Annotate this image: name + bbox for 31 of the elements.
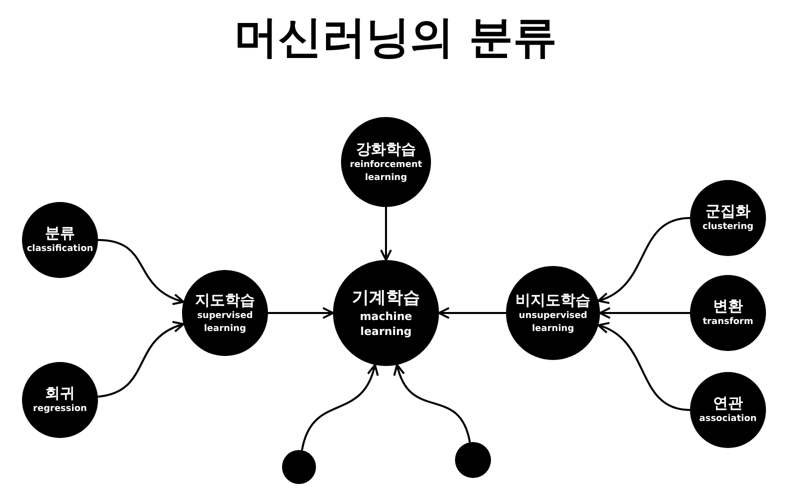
node-sublabel: reinforcement learning [348, 158, 424, 184]
arrow [597, 323, 690, 411]
node-sublabel: classification [26, 243, 94, 256]
arrow [98, 322, 184, 398]
node-sublabel: machine learning [358, 309, 414, 339]
node-sublabel: unsupervised learning [518, 310, 588, 336]
node-label: 연관 [713, 394, 743, 413]
node-label: 지도학습 [195, 290, 255, 310]
arrow [438, 307, 506, 319]
arrow [394, 364, 471, 443]
arrow [597, 217, 690, 303]
node-label: 기계학습 [352, 287, 420, 309]
title: 머신러닝의 분류 [232, 11, 558, 65]
circle [455, 442, 491, 478]
node-sublabel: supervised learning [196, 310, 254, 336]
node-sublabel: transform [702, 316, 754, 329]
node-sublabel: regression [32, 403, 88, 416]
arrow [599, 307, 690, 319]
node-label: 분류 [45, 224, 75, 243]
node-sublabel: association [698, 413, 758, 426]
arrow [268, 307, 334, 319]
node-label: 변환 [713, 297, 743, 316]
arrow [98, 239, 184, 304]
node-sublabel: clustering [702, 221, 754, 234]
node-label: 군집화 [706, 202, 750, 221]
arrow [300, 364, 378, 451]
circle [282, 450, 316, 484]
node-label: 회귀 [45, 384, 75, 403]
node-label: 비지도학습 [516, 290, 590, 310]
node-label: 강화학습 [356, 140, 416, 158]
arrow [380, 207, 392, 261]
